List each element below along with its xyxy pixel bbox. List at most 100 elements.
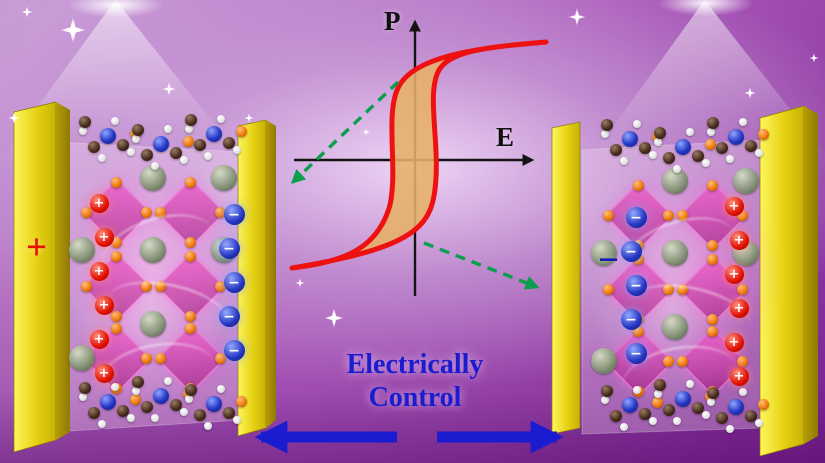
negative-charge-badge: − bbox=[218, 306, 240, 327]
organic-h-atom bbox=[686, 128, 694, 136]
metal-atom bbox=[211, 165, 237, 191]
halide-atom bbox=[632, 179, 644, 191]
positive-charge-badge: + bbox=[729, 231, 749, 250]
positive-charge-badge: + bbox=[94, 296, 114, 315]
x-axis-label-E: E bbox=[496, 122, 515, 152]
positive-charge-badge: + bbox=[89, 262, 109, 281]
crystal-lattice-right: ++++++−−−−− bbox=[548, 103, 818, 463]
organic-c-atom bbox=[79, 116, 91, 128]
organic-c-atom bbox=[601, 119, 613, 131]
organic-h-atom bbox=[620, 157, 628, 165]
negative-charge-badge: − bbox=[620, 309, 642, 330]
organic-c-atom bbox=[132, 124, 144, 136]
negative-charge-badge: − bbox=[625, 343, 647, 364]
organic-h-atom bbox=[98, 154, 106, 162]
organic-h-atom bbox=[702, 159, 710, 167]
positive-charge-badge: + bbox=[89, 330, 109, 349]
positive-charge-badge: + bbox=[724, 265, 744, 284]
organic-h-atom bbox=[98, 420, 106, 428]
organic-c-atom bbox=[141, 149, 153, 161]
organic-c-atom bbox=[610, 144, 622, 156]
organic-o-atom bbox=[182, 135, 194, 147]
caption: Electrically Control bbox=[297, 348, 533, 414]
organic-h-atom bbox=[151, 162, 159, 170]
negative-charge-badge: − bbox=[223, 340, 245, 361]
organic-h-atom bbox=[217, 385, 225, 393]
crystal-lattice-left: ++++++−−−−− bbox=[8, 100, 278, 460]
organic-n-atom bbox=[728, 129, 744, 145]
organic-n-atom bbox=[206, 126, 222, 142]
electrode-charge-label-right: − bbox=[598, 240, 620, 281]
organic-h-atom bbox=[132, 135, 140, 143]
organic-h-atom bbox=[233, 416, 241, 424]
organic-n-atom bbox=[675, 139, 691, 155]
organic-c-atom bbox=[663, 152, 675, 164]
positive-charge-badge: + bbox=[724, 333, 744, 352]
organic-h-atom bbox=[204, 422, 212, 430]
sparkle-icon bbox=[295, 278, 305, 288]
organic-h-atom bbox=[755, 149, 763, 157]
metal-atom bbox=[69, 237, 95, 263]
positive-charge-badge: + bbox=[724, 197, 744, 216]
halide-atom bbox=[602, 283, 614, 295]
organic-n-atom bbox=[206, 396, 222, 412]
organic-c-atom bbox=[194, 139, 206, 151]
metal-atom bbox=[591, 348, 617, 374]
positive-charge-badge: + bbox=[89, 194, 109, 213]
organic-h-atom bbox=[601, 130, 609, 138]
positive-charge-badge: + bbox=[94, 364, 114, 383]
halide-atom bbox=[140, 206, 152, 218]
sparkle-icon bbox=[744, 87, 756, 99]
organic-h-atom bbox=[707, 128, 715, 136]
organic-h-atom bbox=[127, 414, 135, 422]
negative-charge-badge: − bbox=[625, 275, 647, 296]
switch-arrow-to-left-state bbox=[290, 80, 400, 184]
organic-n-atom bbox=[100, 128, 116, 144]
organic-h-atom bbox=[164, 125, 172, 133]
y-axis-label-P: P bbox=[384, 6, 401, 36]
crystal-panel-right: ++++++−−−−− − bbox=[548, 103, 818, 463]
halide-atom bbox=[706, 179, 718, 191]
switch-arrow-to-right-state bbox=[423, 241, 540, 290]
negative-charge-badge: − bbox=[218, 238, 240, 259]
organic-h-atom bbox=[673, 165, 681, 173]
organic-c-atom bbox=[707, 117, 719, 129]
organic-h-atom bbox=[633, 120, 641, 128]
organic-h-atom bbox=[79, 127, 87, 135]
organic-c-atom bbox=[654, 127, 666, 139]
halide-atom bbox=[80, 206, 92, 218]
sparkle-icon bbox=[568, 8, 586, 26]
halide-atom bbox=[184, 176, 196, 188]
metal-atom bbox=[733, 168, 759, 194]
halide-atom bbox=[662, 209, 674, 221]
organic-h-atom bbox=[673, 417, 681, 425]
organic-h-atom bbox=[739, 388, 747, 396]
electrode-charge-label-left: + bbox=[26, 227, 48, 268]
organic-o-atom bbox=[757, 398, 769, 410]
halide-atom bbox=[110, 322, 122, 334]
organic-h-atom bbox=[151, 414, 159, 422]
organic-h-atom bbox=[620, 423, 628, 431]
organic-h-atom bbox=[739, 118, 747, 126]
negative-charge-badge: − bbox=[625, 207, 647, 228]
negative-charge-badge: − bbox=[620, 241, 642, 262]
caption-line-1: Electrically bbox=[346, 349, 484, 380]
organic-c-atom bbox=[601, 385, 613, 397]
organic-h-atom bbox=[726, 155, 734, 163]
organic-h-atom bbox=[204, 152, 212, 160]
organic-c-atom bbox=[88, 141, 100, 153]
sparkle-icon bbox=[324, 308, 344, 328]
organic-h-atom bbox=[180, 156, 188, 164]
organic-h-atom bbox=[601, 396, 609, 404]
organic-c-atom bbox=[610, 410, 622, 422]
organic-c-atom bbox=[88, 407, 100, 419]
halide-atom bbox=[736, 355, 748, 367]
organic-o-atom bbox=[235, 125, 247, 137]
spotlight-source-left bbox=[68, 0, 164, 18]
organic-o-atom bbox=[235, 395, 247, 407]
halide-atom bbox=[80, 280, 92, 292]
organic-h-atom bbox=[649, 417, 657, 425]
organic-c-atom bbox=[716, 142, 728, 154]
halide-atom bbox=[110, 176, 122, 188]
